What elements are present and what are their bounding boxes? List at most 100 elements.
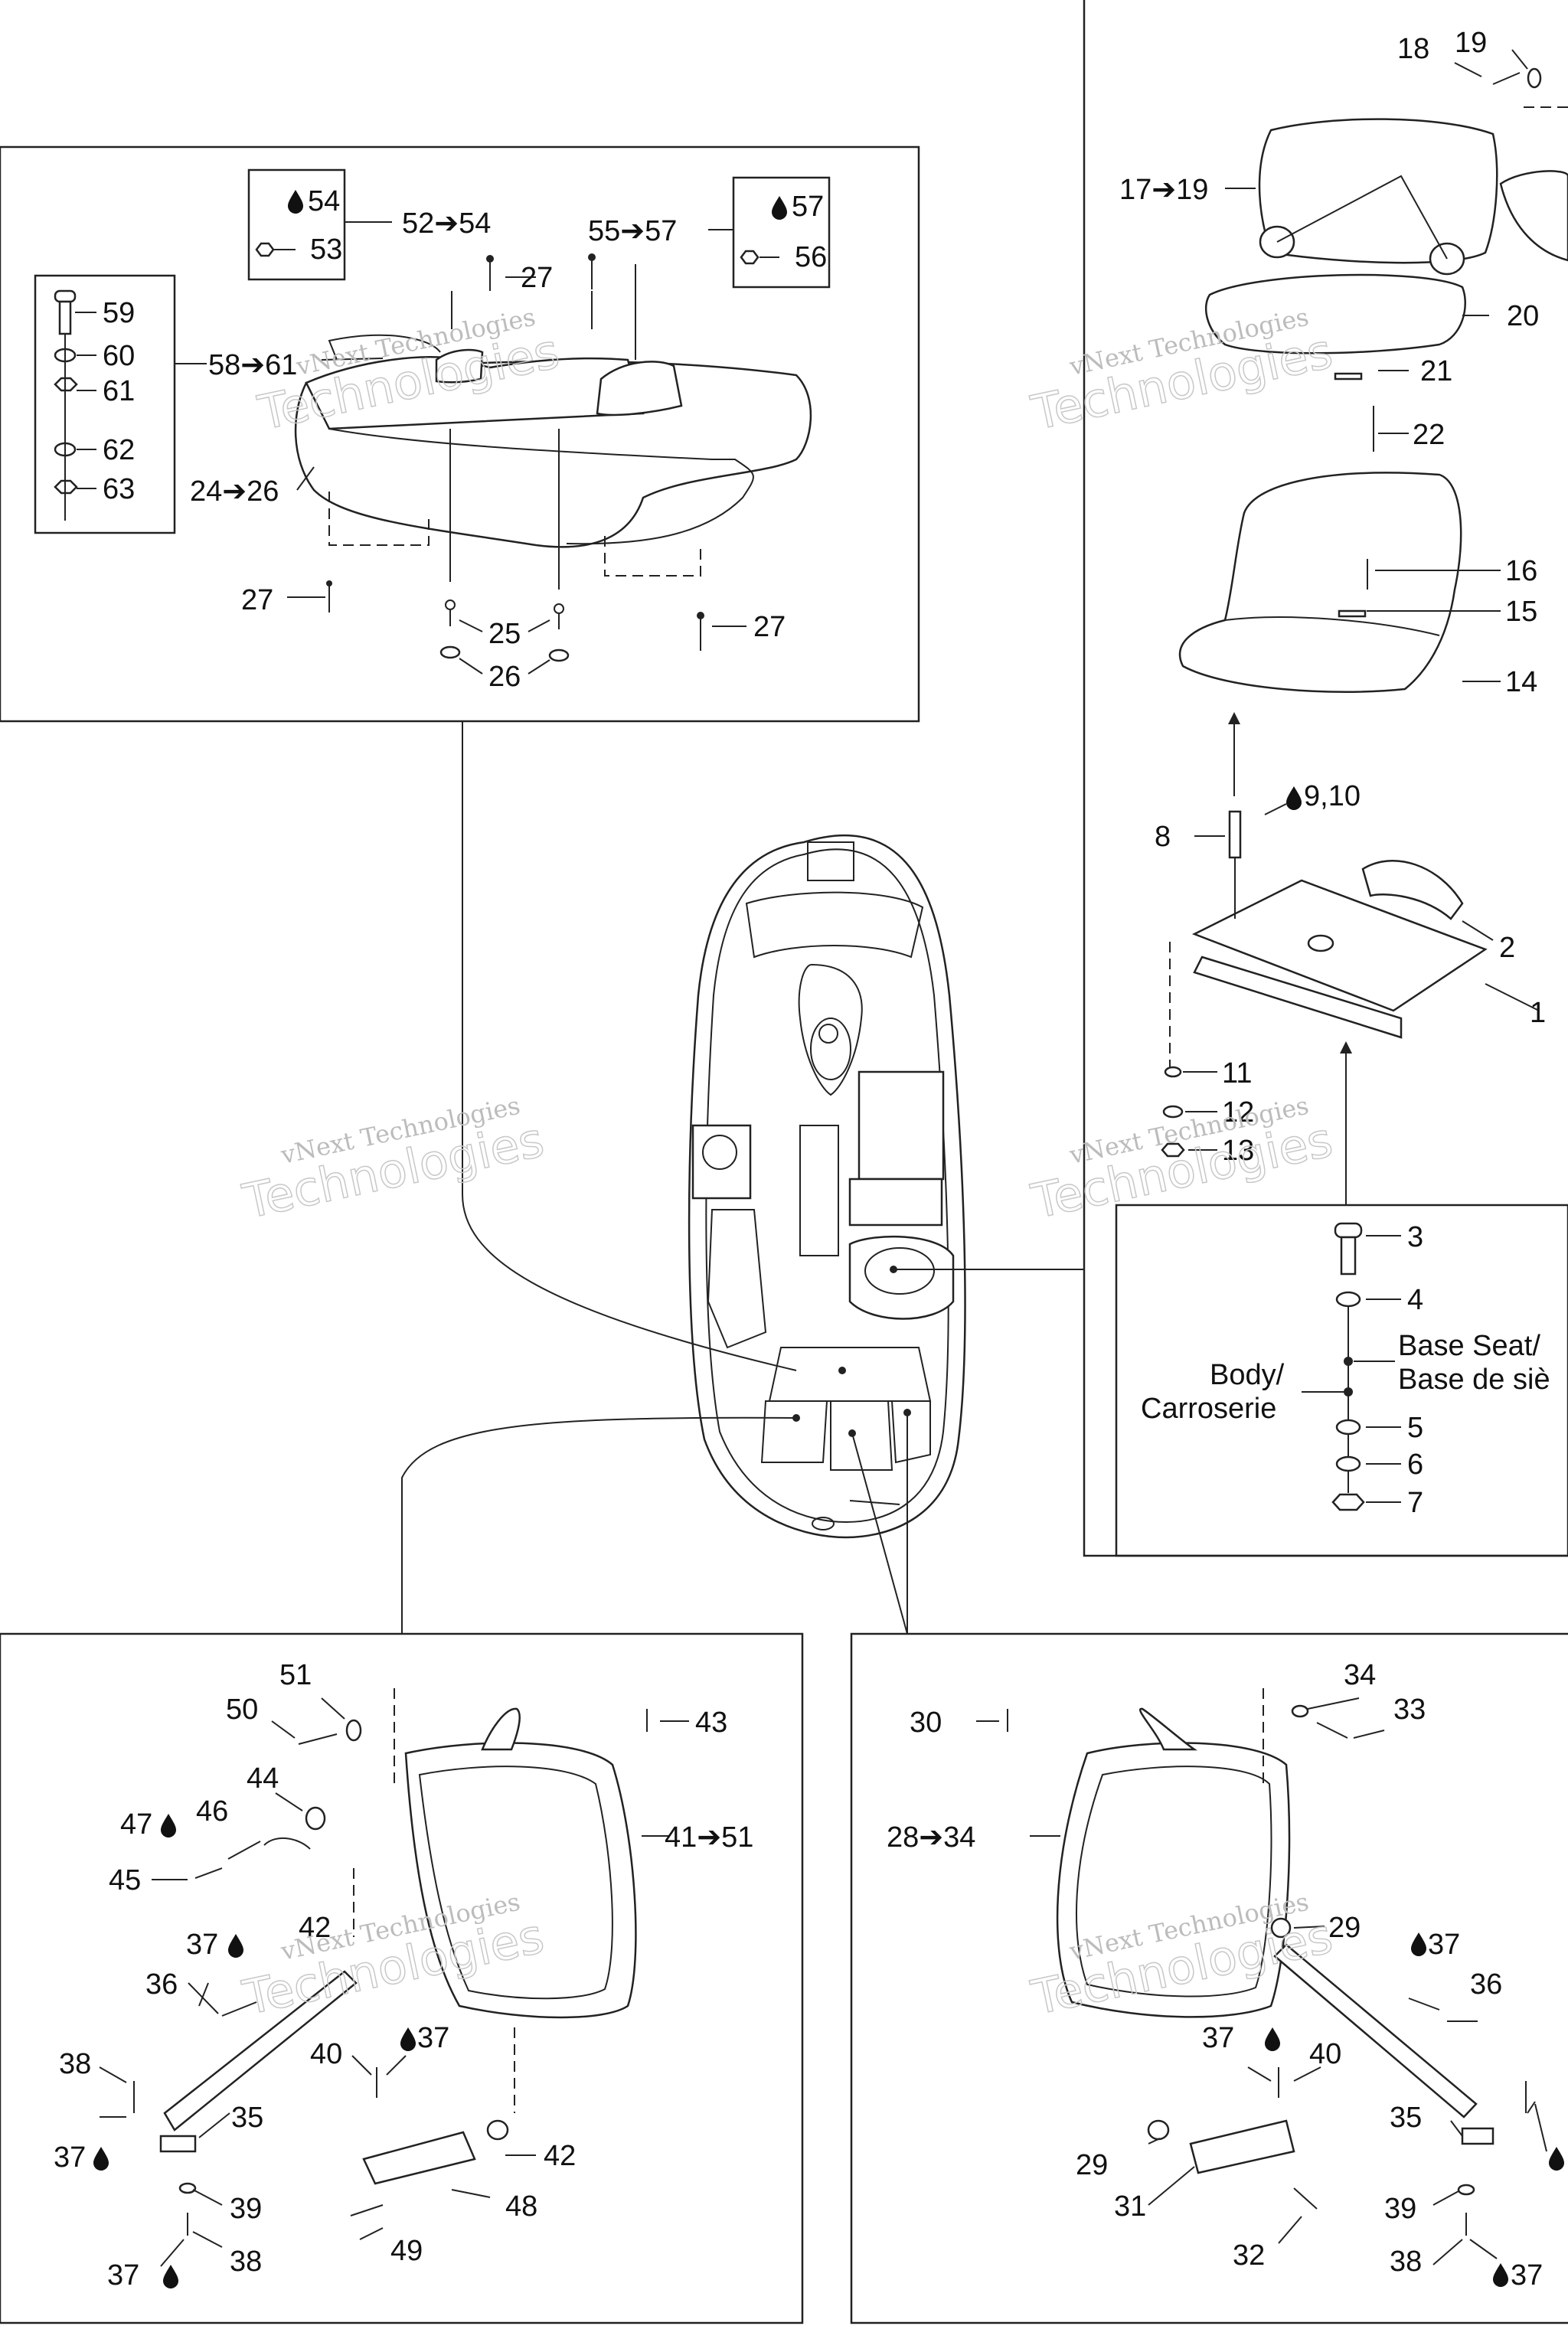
driver-seat-backrest — [1258, 118, 1568, 276]
washer-39-left — [178, 2182, 197, 2194]
callout-55-57: 55➔57 — [588, 215, 677, 247]
right-backrest-panel — [850, 1632, 1568, 2324]
callout-27-b: 27 — [521, 262, 553, 294]
bolt-3 — [1334, 1222, 1363, 1276]
callout-37-c: 37 — [107, 2259, 139, 2292]
callout-22: 22 — [1413, 419, 1445, 451]
bench-dash-right — [604, 536, 701, 577]
callout-42-a: 42 — [299, 1912, 331, 1944]
callout-49: 49 — [390, 2235, 423, 2267]
callout-51: 51 — [279, 1659, 312, 1691]
callout-35-right: 35 — [1390, 2102, 1422, 2134]
callout-37-f: 37 — [1428, 1929, 1460, 1961]
callout-44: 44 — [247, 1762, 279, 1795]
screw-27-d — [697, 612, 704, 651]
callout-52-54: 52➔54 — [402, 207, 491, 240]
connector-bench — [462, 721, 797, 1371]
clamp-35-right — [1461, 2127, 1494, 2145]
callout-26: 26 — [488, 661, 521, 693]
sealant-drop-icon — [1286, 786, 1302, 810]
callout-62: 62 — [103, 434, 135, 466]
bolt-50 — [298, 1733, 338, 1745]
callout-47: 47 — [120, 1808, 152, 1841]
callout-37-d: 37 — [417, 2022, 449, 2054]
sealant-drop-icon — [1411, 1932, 1426, 1956]
callout-59: 59 — [103, 297, 135, 329]
callouts: 1 2 3 4 5 6 7 8 9,10 11 12 13 14 15 16 1… — [54, 27, 1550, 2292]
callout-3: 3 — [1407, 1221, 1423, 1253]
right-backrest — [1056, 1707, 1291, 2018]
callout-37-b: 37 — [54, 2141, 86, 2174]
label-leaders — [75, 49, 1547, 2267]
grommet-42-left — [486, 2119, 509, 2141]
callout-9-10: 9,10 — [1304, 780, 1361, 812]
callout-24-26: 24➔26 — [190, 475, 279, 508]
washer-4 — [1335, 1291, 1361, 1308]
callout-38-c: 38 — [1390, 2246, 1422, 2278]
up-arrow-head-right — [1340, 1041, 1352, 1054]
callout-15: 15 — [1505, 596, 1537, 628]
watermark-2: vNext Technologies Technologies — [1026, 302, 1338, 442]
callout-19: 19 — [1455, 27, 1487, 59]
stud-8 — [1228, 810, 1242, 859]
grommet-29-bottom — [1147, 2119, 1170, 2141]
callout-5: 5 — [1407, 1412, 1423, 1444]
up-arrow-head-left — [1228, 712, 1240, 724]
callout-41-51: 41➔51 — [665, 1821, 753, 1854]
washer-6 — [1335, 1455, 1361, 1472]
bolt-59 — [54, 289, 77, 335]
callout-29-b: 29 — [1076, 2149, 1108, 2181]
sealant-drop-icon — [228, 1934, 243, 1958]
callout-4: 4 — [1407, 1284, 1423, 1316]
sealant-drop-icon — [1493, 2263, 1508, 2287]
washer-39-right — [1457, 2184, 1475, 2196]
callout-11: 11 — [1222, 1057, 1252, 1089]
sealant-drop-icon — [288, 190, 303, 214]
note-body-1: Body/ — [1210, 1359, 1285, 1391]
callout-46: 46 — [196, 1795, 228, 1828]
fastener-detail-panel — [1115, 1204, 1568, 1557]
callout-38-a: 38 — [59, 2048, 91, 2080]
callout-54: 54 — [308, 185, 340, 217]
callout-43: 43 — [695, 1707, 727, 1739]
callout-50: 50 — [226, 1694, 258, 1726]
callout-56: 56 — [795, 241, 827, 273]
left-dashes — [353, 1688, 515, 2113]
callout-45: 45 — [109, 1864, 141, 1896]
callout-29-a: 29 — [1328, 1912, 1361, 1944]
body-point — [1344, 1387, 1353, 1396]
washer-26-a — [439, 645, 461, 659]
callout-16: 16 — [1505, 555, 1537, 587]
callout-13: 13 — [1222, 1135, 1254, 1167]
callout-27-a: 27 — [241, 584, 273, 616]
washer-11 — [1164, 1066, 1182, 1078]
callout-21: 21 — [1420, 355, 1452, 387]
clip-21 — [1334, 372, 1363, 381]
note-body-2: Carroserie — [1141, 1393, 1276, 1425]
note-base-seat-2: Base de siè — [1398, 1364, 1550, 1396]
bolt-33 — [1316, 1722, 1348, 1739]
driver-seat-slider-base — [1191, 860, 1488, 1039]
callout-60: 60 — [103, 340, 135, 372]
watermark-3: vNext Technologies Technologies — [237, 1091, 549, 1230]
left-backrest — [404, 1707, 637, 2019]
sealant-drop-icon — [1265, 2027, 1280, 2051]
bench-seat — [294, 334, 812, 548]
callout-30: 30 — [910, 1707, 942, 1739]
left-bracket-48 — [362, 2131, 476, 2185]
washer-34 — [1291, 1704, 1309, 1718]
nut-7 — [1331, 1493, 1365, 1511]
washer-19 — [1527, 67, 1542, 89]
screw-27-b — [486, 255, 494, 291]
link-46 — [263, 1837, 311, 1850]
sealant-drop-icon — [163, 2265, 178, 2288]
callout-32: 32 — [1233, 2239, 1265, 2272]
callout-61: 61 — [103, 375, 135, 407]
clip-15 — [1338, 609, 1367, 618]
note-base-seat-1: Base Seat/ — [1398, 1330, 1540, 1362]
callout-36-left: 36 — [145, 1968, 178, 2001]
callout-8: 8 — [1155, 821, 1171, 853]
bench-seat-panel — [0, 145, 920, 723]
connector-left-backrest — [401, 1416, 797, 1634]
callout-14: 14 — [1505, 666, 1537, 698]
